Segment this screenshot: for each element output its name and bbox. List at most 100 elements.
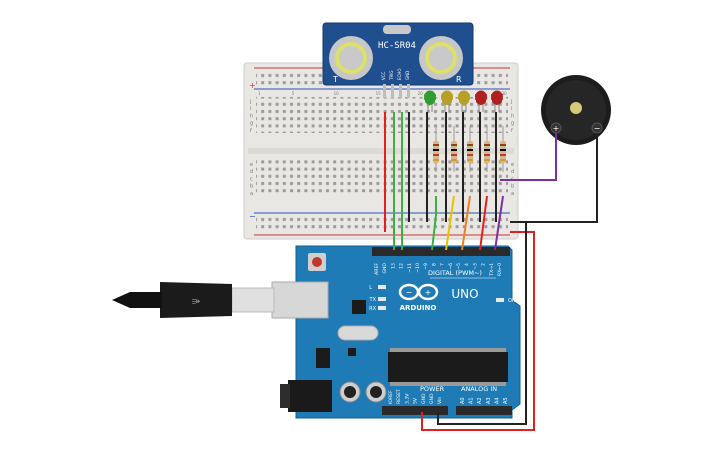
- row-letter: j: [249, 99, 251, 105]
- digital-pin-label: AREF: [374, 263, 380, 275]
- sensor-name: HC-SR04: [378, 41, 416, 51]
- digital-header-label: DIGITAL (PWM~): [428, 269, 482, 277]
- resistor: [451, 126, 457, 172]
- arduino-infinity-logo: − +: [398, 283, 439, 301]
- row-letter: d: [511, 169, 514, 175]
- digital-pin-label: GND: [382, 263, 388, 274]
- row-letter: b: [250, 184, 253, 190]
- digital-pin-label: 12: [399, 263, 405, 269]
- row-letter: c: [250, 176, 253, 182]
- resistor: [433, 126, 439, 172]
- led-red: [491, 90, 503, 112]
- led-label-l: L: [369, 285, 372, 291]
- digital-pin-label: 8: [431, 263, 437, 266]
- digital-pin-label: TX→1: [489, 263, 495, 277]
- power-header-label: POWER: [420, 385, 445, 393]
- row-letter: h: [250, 113, 253, 119]
- svg-text:+: +: [425, 288, 432, 297]
- row-letter: e: [250, 162, 253, 168]
- power-pin-label: Vin: [437, 397, 443, 404]
- led-yellow: [458, 90, 470, 112]
- resistor: [467, 126, 473, 172]
- power-pin-label: GND: [429, 393, 435, 404]
- led-yellow: [441, 90, 453, 112]
- power-pin-label: GND: [421, 393, 427, 404]
- sensor-transmit-mark: T: [332, 75, 338, 84]
- digital-pin-label: ~10: [415, 263, 421, 273]
- column-number: 15: [376, 91, 382, 96]
- digital-pin-label: 7: [440, 263, 446, 266]
- usb-cable: ⭄: [112, 281, 329, 319]
- analog-pin-label: A3: [486, 397, 492, 404]
- digital-pin-label: ~11: [407, 263, 413, 273]
- sensor-pin-label: VCC: [381, 71, 386, 80]
- row-letter: h: [511, 113, 514, 119]
- rail-minus-label: −: [249, 212, 256, 221]
- analog-pin-label: A2: [477, 397, 483, 404]
- row-letter: e: [511, 162, 514, 168]
- wires: [384, 112, 598, 431]
- column-number: 5: [292, 91, 295, 96]
- analog-pin-label: A0: [460, 397, 466, 404]
- power-pin-label: 5V: [413, 397, 419, 404]
- digital-pin-label: 4: [464, 263, 470, 266]
- arduino-brand: ARDUINO: [400, 304, 437, 312]
- led-red: [475, 90, 487, 112]
- power-pin-label: 3.3V: [404, 393, 410, 404]
- analog-pin-label: A4: [494, 397, 500, 404]
- digital-pin-label: ~6: [448, 263, 454, 270]
- row-letter: i: [250, 106, 251, 112]
- usb-icon: ⭄: [192, 296, 200, 307]
- sensor-pin-label: GND: [405, 71, 410, 80]
- column-number: 30: [502, 91, 508, 96]
- digital-pin-label: 2: [481, 263, 487, 266]
- buzzer-minus-label: −: [594, 124, 601, 133]
- row-letter: f: [250, 128, 252, 134]
- row-letter: g: [511, 121, 514, 127]
- row-letter: a: [511, 191, 514, 197]
- analog-header-label: ANALOG IN: [461, 385, 497, 393]
- led-label-rx: RX: [369, 306, 376, 312]
- digital-pin-label: 13: [390, 263, 396, 269]
- led-green: [424, 90, 436, 112]
- on-led-label: ON: [508, 298, 516, 304]
- arduino-model: UNO: [451, 287, 478, 301]
- svg-text:−: −: [406, 288, 413, 297]
- digital-pin-label: ~5: [456, 263, 462, 270]
- column-number: 10: [334, 91, 340, 96]
- row-letter: g: [250, 121, 253, 127]
- power-pin-label: RESET: [396, 389, 402, 404]
- resistor: [484, 126, 490, 172]
- analog-pin-label: A5: [503, 397, 509, 404]
- resistor: [500, 126, 506, 172]
- piezo-buzzer: + −: [541, 75, 611, 145]
- led-label-tx: TX: [369, 297, 377, 303]
- row-letter: d: [250, 169, 253, 175]
- analog-pin-label: A1: [469, 397, 475, 404]
- row-letter: j: [510, 99, 512, 105]
- column-number: 20: [418, 91, 424, 96]
- sensor-pin-label: ECHO: [397, 69, 402, 80]
- row-letter: a: [250, 191, 253, 197]
- resistor-row: [433, 126, 506, 172]
- row-letter: i: [511, 106, 512, 112]
- rail-plus-label: +: [249, 81, 256, 90]
- led-row: [424, 90, 503, 112]
- sensor-receive-mark: R: [456, 75, 462, 84]
- buzzer-plus-label: +: [553, 124, 560, 133]
- column-number: 1: [258, 91, 261, 96]
- row-letter: f: [511, 128, 513, 134]
- digital-pin-label: RX←0: [497, 263, 503, 276]
- power-pin-label: IOREF: [388, 390, 394, 404]
- sensor-pin-label: TRIG: [389, 70, 394, 81]
